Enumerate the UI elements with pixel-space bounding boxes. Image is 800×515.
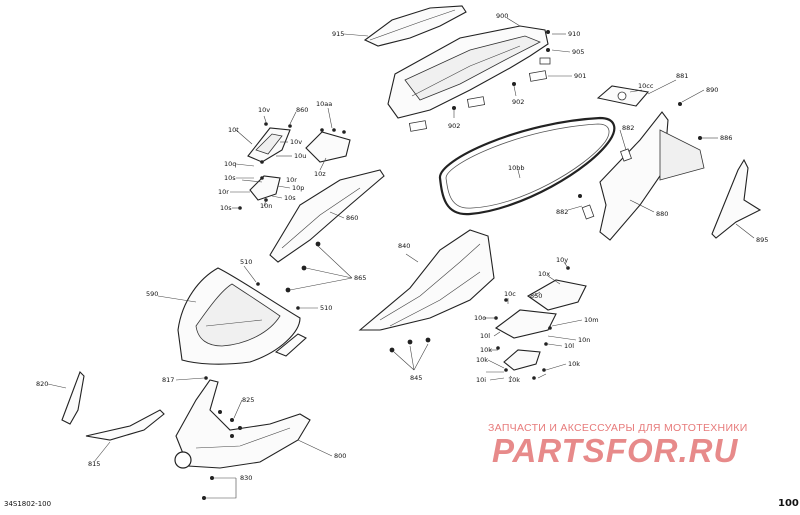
label-886: 886: [720, 134, 732, 142]
label-10i: 10i: [476, 376, 486, 384]
part-900: [387, 25, 549, 119]
label-840: 840: [398, 242, 410, 250]
label-10k-c: 10k: [568, 360, 580, 368]
label-10o: 10o: [474, 314, 486, 322]
label-10t: 10t: [228, 126, 239, 134]
label-820: 820: [36, 380, 48, 388]
part-880: [581, 111, 705, 241]
watermark-logo-text: PARTSFOR.RU: [492, 432, 739, 469]
part-820: [61, 371, 85, 425]
callout-labels: 915 900 910 905 901 902 902 881 10cc 890…: [36, 12, 768, 482]
part-590: [177, 267, 307, 365]
label-10aa: 10aa: [316, 100, 332, 108]
label-10n-b: 10n: [578, 336, 590, 344]
label-860: 860: [346, 214, 358, 222]
label-10v-a: 10v: [258, 106, 270, 114]
label-902-a: 902: [512, 98, 524, 106]
label-10l-b: 10l: [564, 342, 574, 350]
label-830: 830: [240, 474, 252, 482]
label-10s-a: 10s: [224, 174, 236, 182]
label-895: 895: [756, 236, 768, 244]
label-10v-b: 10v: [290, 138, 302, 146]
label-905: 905: [572, 48, 584, 56]
label-850: 850: [530, 292, 542, 300]
part-815: [85, 409, 165, 441]
label-845: 845: [410, 374, 422, 382]
label-10k-a: 10k: [480, 346, 492, 354]
part-10k: [503, 349, 541, 371]
part-10m: [494, 309, 557, 339]
label-10m: 10m: [584, 316, 599, 324]
label-10u: 10u: [294, 152, 306, 160]
label-10z: 10z: [314, 170, 326, 178]
label-10bb: 10bb: [508, 164, 525, 172]
part-800: [174, 379, 311, 469]
label-10y: 10y: [556, 256, 568, 264]
part-895: [711, 158, 762, 239]
label-10cc: 10cc: [638, 82, 654, 90]
part-10z: [305, 131, 351, 163]
label-882-a: 882: [622, 124, 634, 132]
label-901: 901: [574, 72, 586, 80]
part-850: [526, 279, 587, 311]
label-10c: 10c: [504, 290, 516, 298]
label-880: 880: [656, 210, 668, 218]
part-10t: [247, 127, 291, 163]
label-910: 910: [568, 30, 580, 38]
label-10l-a: 10l: [480, 332, 490, 340]
label-10x: 10x: [538, 270, 550, 278]
label-900: 900: [496, 12, 508, 20]
label-800: 800: [334, 452, 346, 460]
label-10s-b: 10s: [284, 194, 296, 202]
part-915: [363, 5, 467, 47]
label-890: 890: [706, 86, 718, 94]
label-882-b: 882: [556, 208, 568, 216]
part-10bb: [438, 116, 616, 216]
label-10k-d: 10k: [508, 376, 520, 384]
label-10p: 10p: [292, 184, 304, 192]
diagram-code: 34S1802-100: [4, 500, 52, 508]
label-10r-b: 10r: [218, 188, 229, 196]
label-815: 815: [88, 460, 100, 468]
part-840: [358, 229, 495, 331]
label-10n-a: 10n: [260, 202, 272, 210]
label-915: 915: [332, 30, 344, 38]
label-881: 881: [676, 72, 688, 80]
label-865: 865: [354, 274, 366, 282]
label-590: 590: [146, 290, 158, 298]
label-10q: 10q: [224, 160, 236, 168]
label-860-top: 860: [296, 106, 308, 114]
page-number: 100: [778, 498, 799, 509]
label-10s-c: 10s: [220, 204, 232, 212]
label-825: 825: [242, 396, 254, 404]
label-817: 817: [162, 376, 174, 384]
label-10k-b: 10k: [476, 356, 488, 364]
leader-lines: [47, 17, 755, 499]
watermark-tagline: ЗАПЧАСТИ И АКСЕССУАРЫ ДЛЯ МОТОТЕХНИКИ: [488, 422, 748, 434]
label-510-a: 510: [240, 258, 252, 266]
part-860: [269, 169, 385, 263]
label-902-b: 902: [448, 122, 460, 130]
part-pads: [408, 57, 551, 132]
label-510-b: 510: [320, 304, 332, 312]
label-10r-a: 10r: [286, 176, 297, 184]
